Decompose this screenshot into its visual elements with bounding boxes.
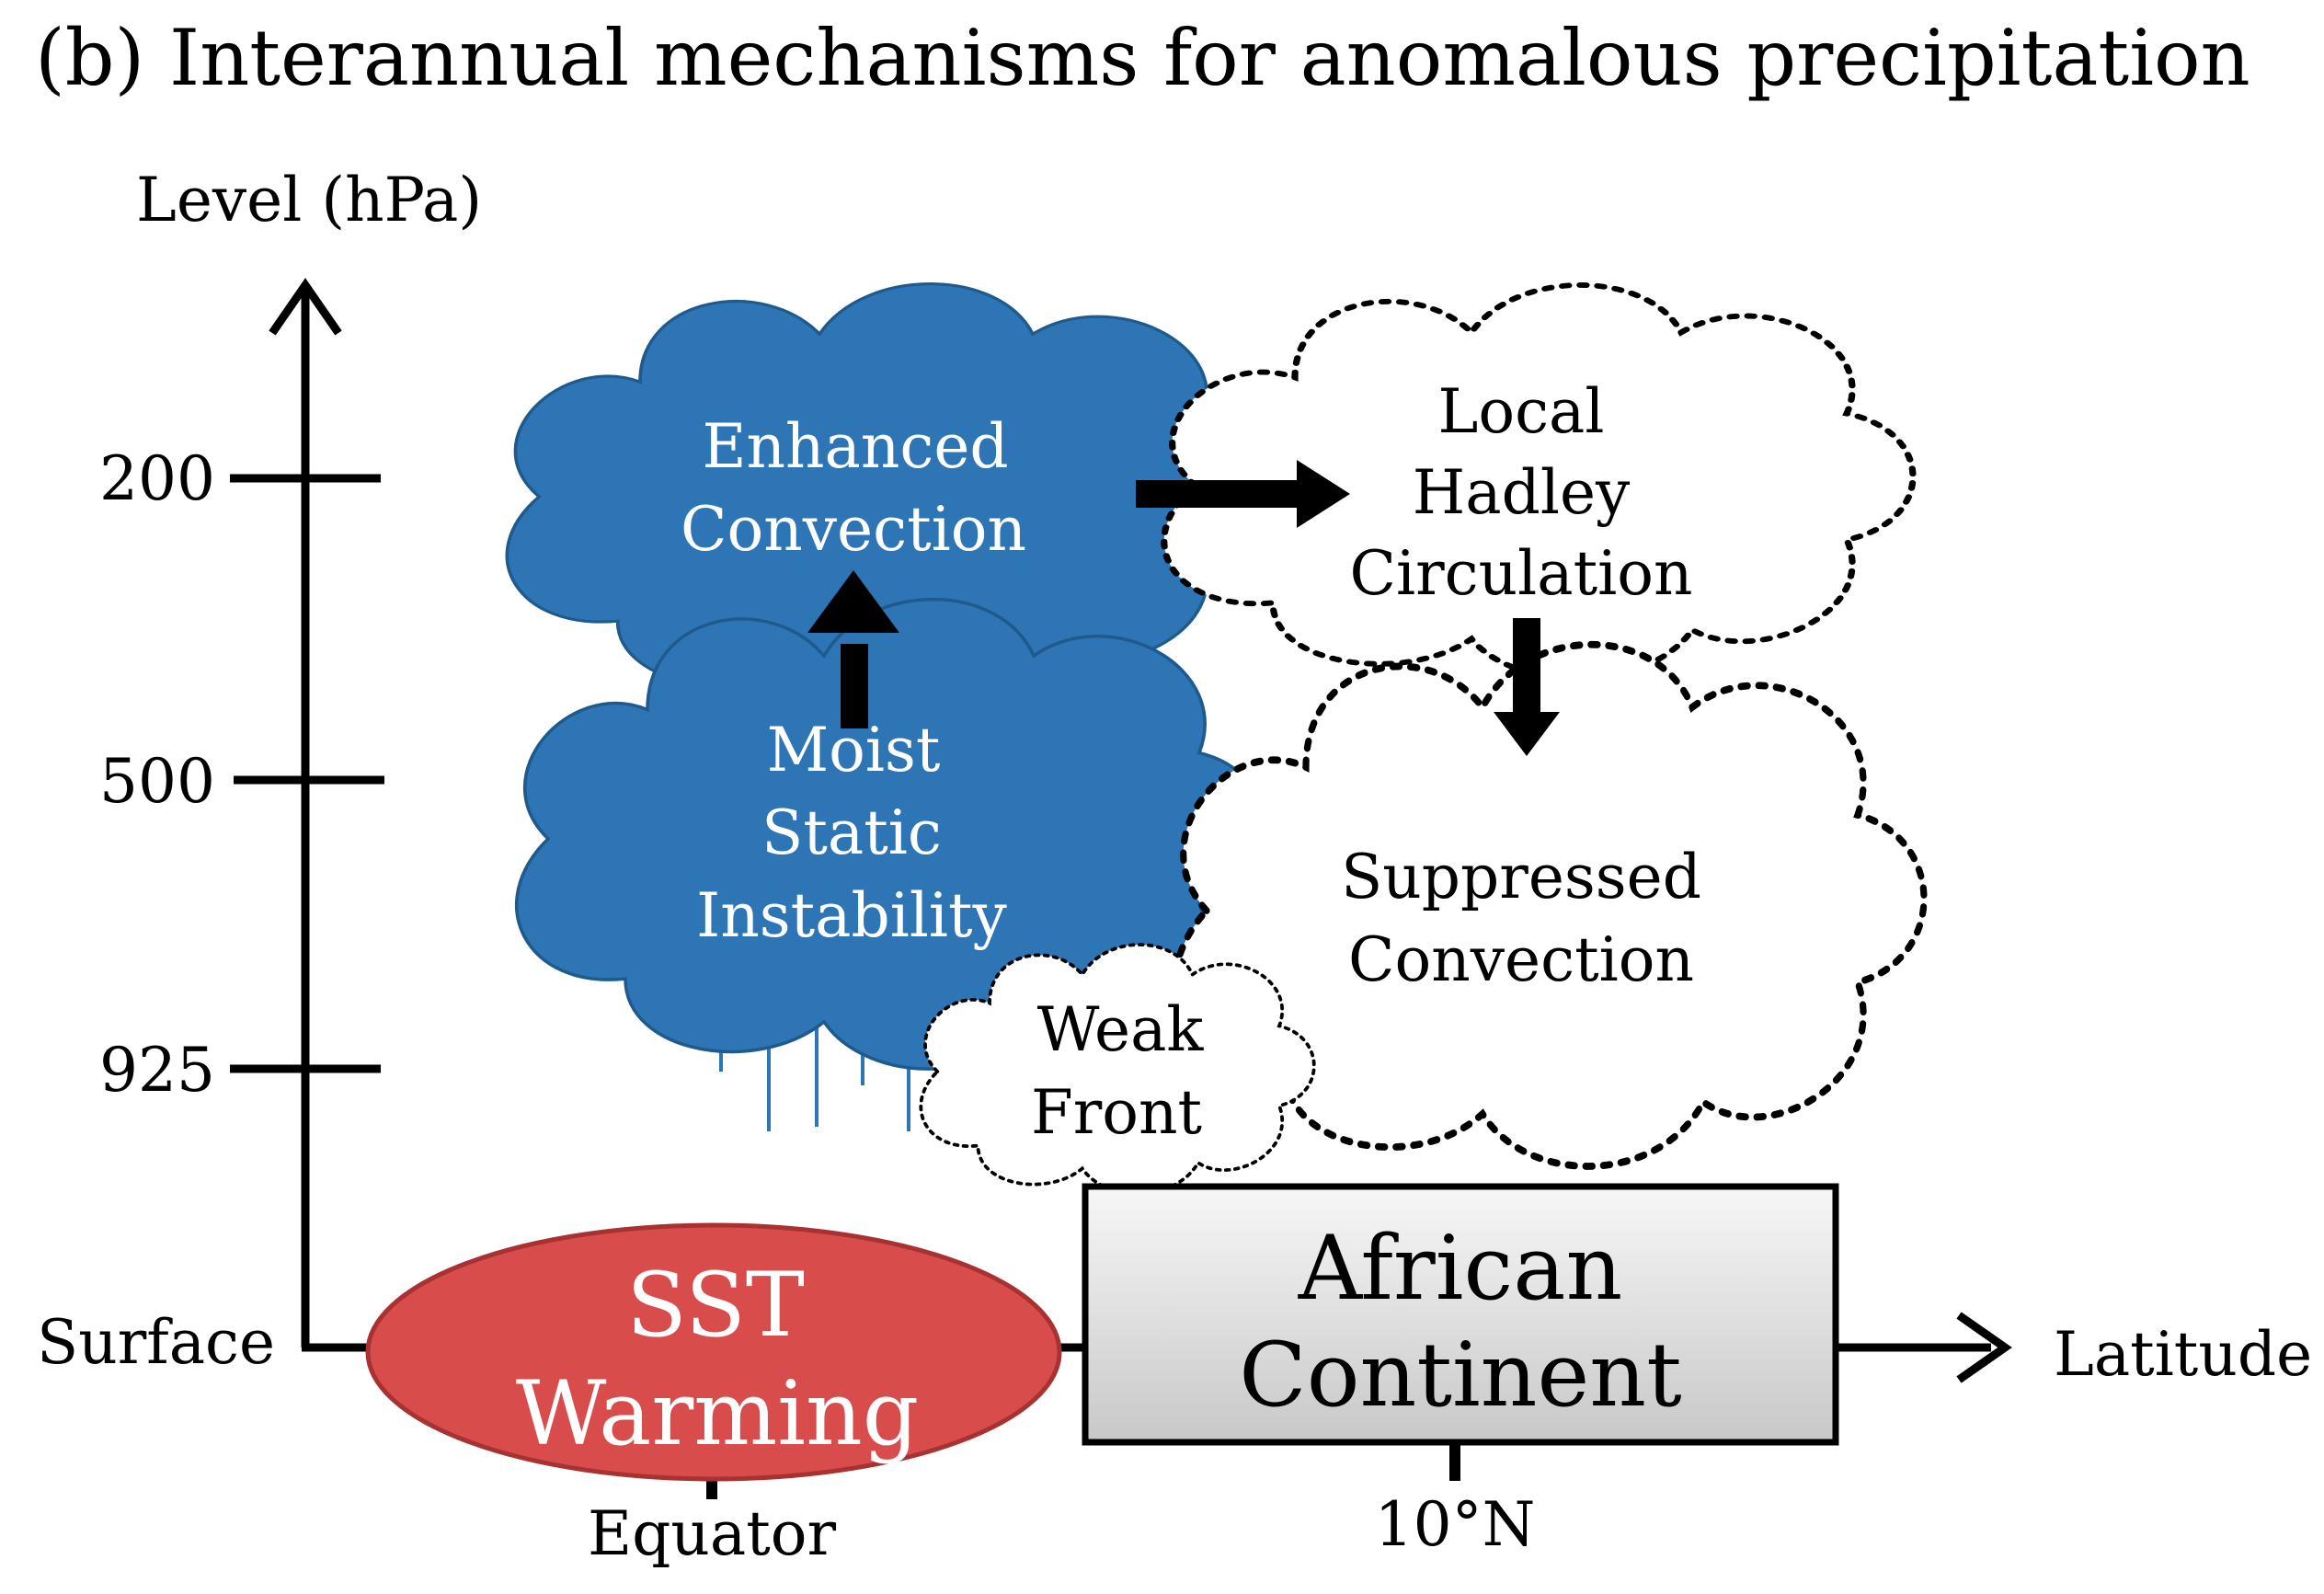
weak-front-line-2: Front (1031, 1077, 1202, 1148)
y-tick-label-500: 500 (99, 746, 215, 817)
moist-static-instability-line-2: Static (761, 797, 942, 868)
local-hadley-line-2: Hadley (1413, 457, 1631, 528)
enhanced-convection-line-2: Convection (681, 494, 1026, 565)
local-hadley-line-1: Local (1438, 376, 1605, 447)
sst-warming-line-2: Warming (516, 1362, 919, 1465)
diagram-title: (b) Interannual mechanisms for anomalous… (35, 13, 2250, 103)
weak-front-line-1: Weak (1037, 994, 1205, 1065)
x-tick-label-10n: 10°N (1375, 1489, 1536, 1560)
african-continent-box (1082, 1183, 1839, 1446)
enhanced-convection-line-1: Enhanced (702, 411, 1008, 482)
y-axis (230, 278, 384, 1347)
surface-label: Surface (37, 1307, 275, 1378)
x-tick-label-equator: Equator (588, 1498, 837, 1569)
sst-warming-line-1: SST (626, 1254, 805, 1357)
right-arrow (1136, 460, 1350, 528)
moist-static-instability-line-3: Instability (696, 880, 1007, 951)
sst-warming-ellipse (365, 1222, 1062, 1482)
down-arrow (1494, 618, 1560, 756)
african-continent-line-1: African (1298, 1217, 1623, 1320)
x-axis-label: Latitude (2054, 1319, 2312, 1390)
y-axis-label: Level (hPa) (136, 165, 482, 235)
african-continent-line-2: Continent (1239, 1324, 1681, 1427)
y-tick-label-925: 925 (99, 1035, 215, 1106)
upward-arrow (807, 570, 899, 728)
suppressed-convection-line-1: Suppressed (1341, 842, 1701, 912)
suppressed-convection-line-2: Convection (1348, 924, 1694, 995)
local-hadley-line-3: Circulation (1350, 538, 1693, 609)
y-tick-label-200: 200 (99, 443, 215, 514)
